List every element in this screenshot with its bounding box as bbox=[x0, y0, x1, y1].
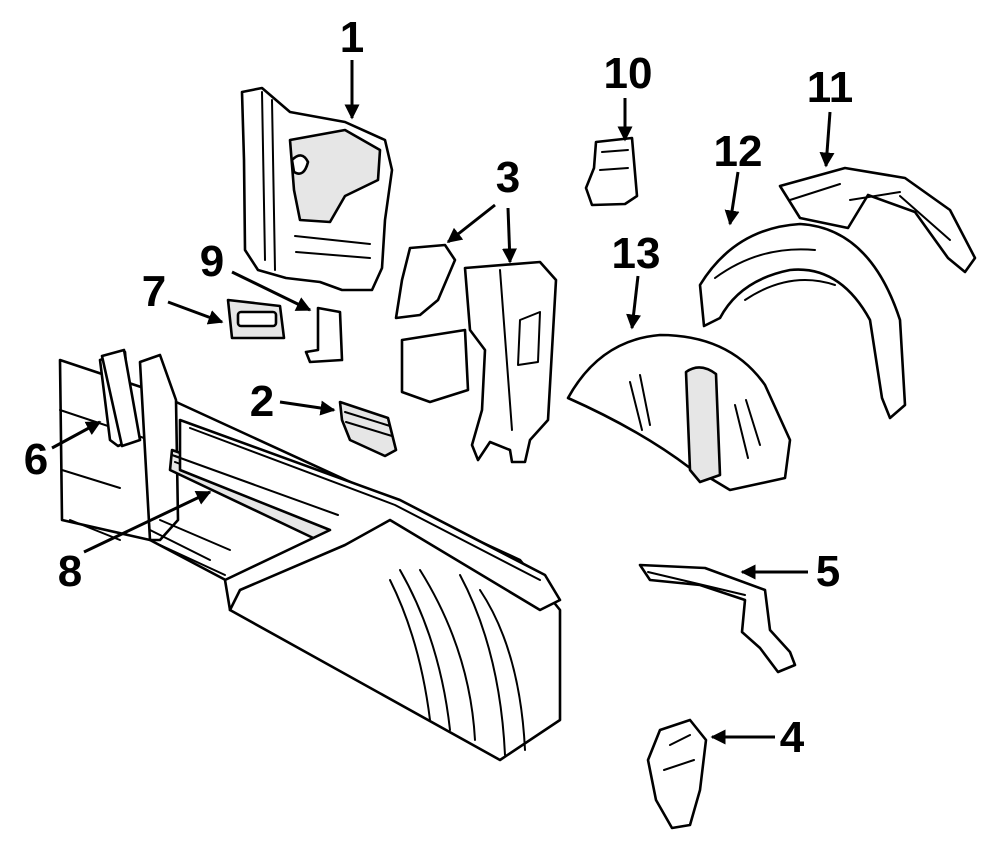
callout-5: 5 bbox=[816, 547, 840, 596]
part-5-brace bbox=[638, 563, 797, 674]
part-8-sill-reference bbox=[171, 454, 339, 516]
leader-8 bbox=[83, 490, 212, 554]
part-9-support bbox=[304, 306, 344, 364]
part-12-wheelhouse-outer bbox=[698, 222, 907, 420]
part-3-wheelhouse-extension bbox=[394, 243, 558, 464]
callout-7: 7 bbox=[142, 267, 166, 316]
leader-arrows bbox=[51, 60, 835, 745]
callout-labels: 1 2 3 4 5 6 7 8 9 10 11 12 13 bbox=[24, 13, 854, 762]
leader-2 bbox=[279, 400, 336, 416]
leader-7 bbox=[167, 300, 224, 325]
callout-8: 8 bbox=[58, 547, 82, 596]
part-7-bracket bbox=[226, 298, 286, 340]
leader-3a bbox=[446, 203, 496, 244]
callout-12: 12 bbox=[714, 127, 763, 176]
callout-3: 3 bbox=[496, 153, 520, 202]
callout-11: 11 bbox=[807, 63, 854, 112]
leader-11 bbox=[819, 111, 835, 168]
part-1-quarter-inner-panel bbox=[240, 86, 394, 292]
callout-2: 2 bbox=[250, 377, 274, 426]
part-11-wheelhouse-outer bbox=[778, 166, 977, 274]
part-2-bracket bbox=[338, 400, 398, 458]
callout-1: 1 bbox=[340, 13, 364, 62]
part-10-clip bbox=[584, 136, 639, 207]
leader-13 bbox=[626, 275, 641, 330]
leader-6 bbox=[51, 420, 102, 450]
callout-13: 13 bbox=[612, 229, 661, 278]
part-13-wheelhouse-inner bbox=[566, 333, 792, 492]
leader-3b bbox=[502, 207, 517, 264]
part-6-pillar bbox=[100, 348, 142, 448]
callout-6: 6 bbox=[24, 435, 48, 484]
callout-10: 10 bbox=[604, 49, 653, 98]
callout-4: 4 bbox=[780, 713, 805, 762]
callout-9: 9 bbox=[200, 237, 224, 286]
part-4-bracket bbox=[646, 718, 708, 830]
leader-12 bbox=[724, 171, 740, 226]
leader-9 bbox=[231, 270, 312, 312]
